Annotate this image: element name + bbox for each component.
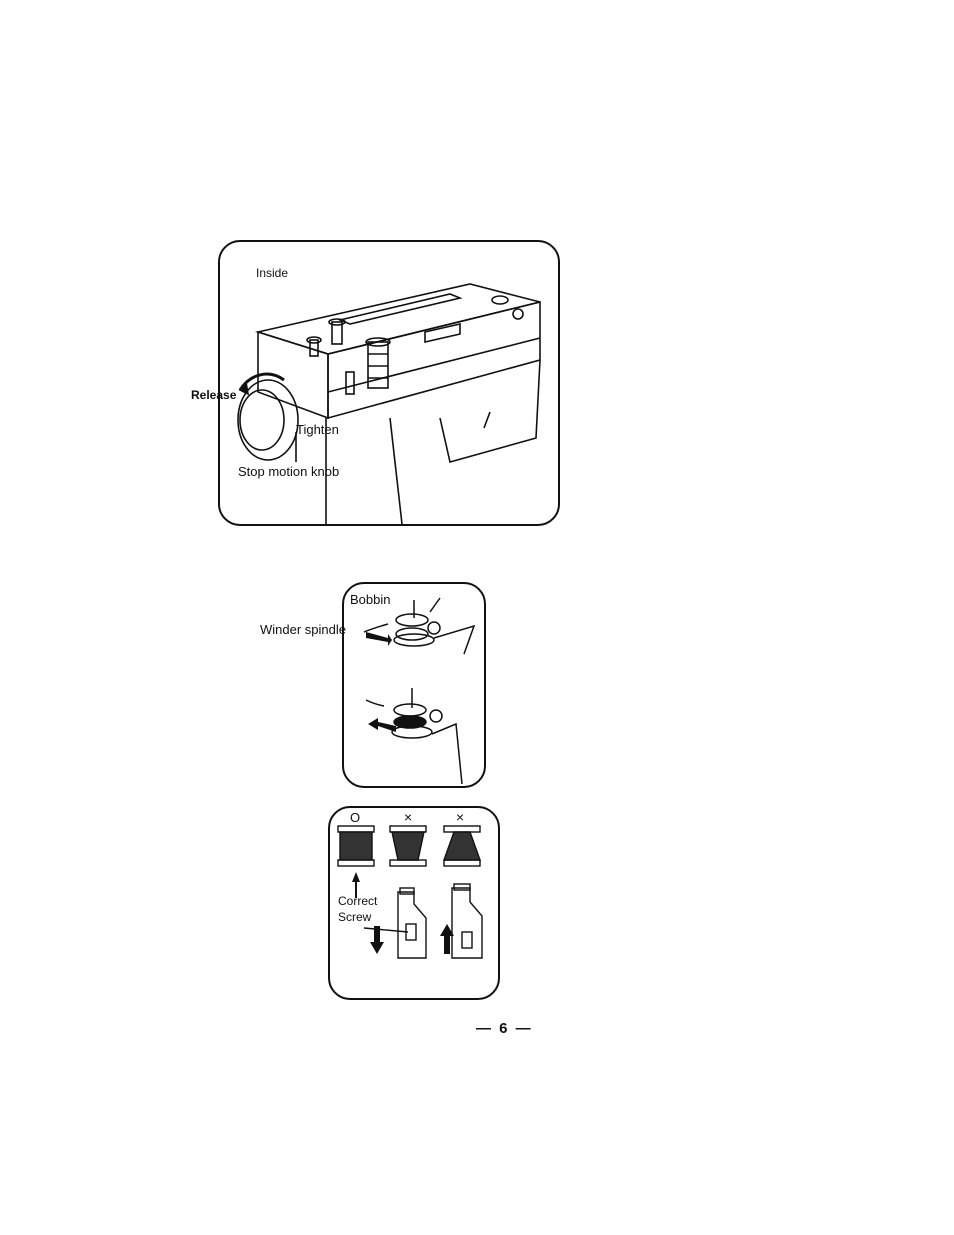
bobbin-label: Bobbin	[350, 592, 390, 607]
bobbin-adjust-figure: O × × Correct Screw	[328, 806, 500, 1000]
mark-wrong-barrel: ×	[404, 809, 412, 825]
winder-spindle-label: Winder spindle	[260, 622, 346, 637]
bobbin-winder-illustration	[344, 584, 484, 786]
release-label: Release	[191, 388, 236, 402]
mark-wrong-cone: ×	[456, 809, 464, 825]
screw-label: Screw	[338, 910, 371, 924]
bobbin-winder-figure: Bobbin	[342, 582, 486, 788]
correct-label: Correct	[338, 894, 377, 908]
machine-illustration	[220, 242, 558, 524]
mark-correct: O	[350, 810, 360, 825]
page-number: — 6 —	[476, 1020, 533, 1037]
stop-motion-knob-label: Stop motion knob	[238, 464, 339, 479]
tighten-label: Tighten	[296, 422, 339, 437]
inside-label: Inside	[256, 266, 288, 280]
machine-top-figure: Inside Tighten Stop motion knob	[218, 240, 560, 526]
